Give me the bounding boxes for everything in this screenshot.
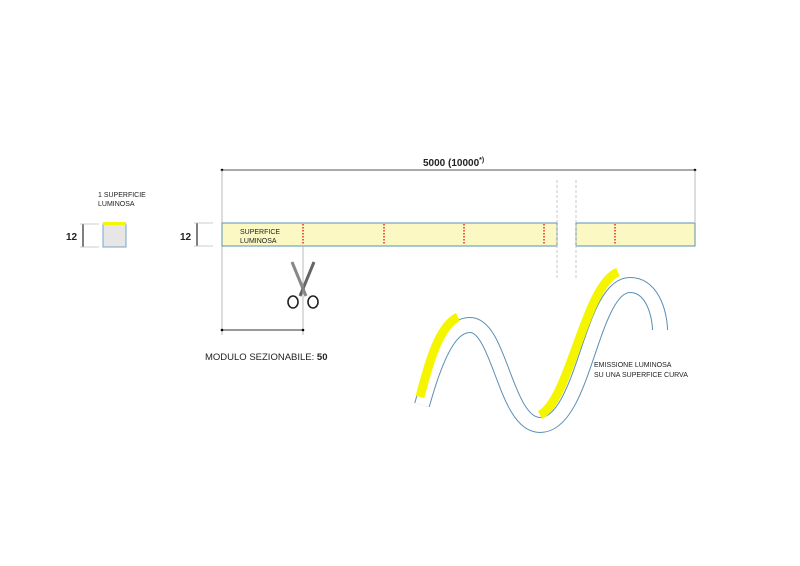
curved-strip: EMISSIONE LUMINOSA SU UNA SUPERFICE CURV…: [414, 267, 688, 434]
strip-body-right: [575, 222, 696, 247]
strip-section: 5000 (10000*) SUPERFICE LUMINOSA 12: [180, 157, 697, 335]
luminous-face: [415, 312, 461, 399]
module-label: MODULO SEZIONABILE: 50: [205, 352, 328, 363]
module-section: MODULO SEZIONABILE: 50: [205, 246, 328, 363]
profile-label-2: LUMINOSA: [98, 201, 135, 208]
scissors-icon: [287, 261, 319, 309]
strip-label-1: SUPERFICE: [240, 229, 280, 236]
profile-luminous-face: [103, 222, 126, 225]
curve-label-2: SU UNA SUPERFICE CURVA: [594, 372, 688, 379]
length-dim: 5000 (10000*): [423, 157, 484, 169]
luminous-face: [537, 267, 621, 420]
profile-height-dim: 12: [66, 232, 78, 243]
profile-square: [102, 223, 127, 248]
cut-marks: [302, 224, 616, 245]
strip-body-left: [221, 222, 558, 247]
strip-label-2: LUMINOSA: [240, 238, 277, 245]
profile-label-1: 1 SUPERFICIE: [98, 192, 146, 199]
strip-height-dim: 12: [180, 232, 192, 243]
profile-section: 1 SUPERFICIE LUMINOSA 12: [66, 192, 146, 248]
curve-label-1: EMISSIONE LUMINOSA: [594, 362, 672, 369]
